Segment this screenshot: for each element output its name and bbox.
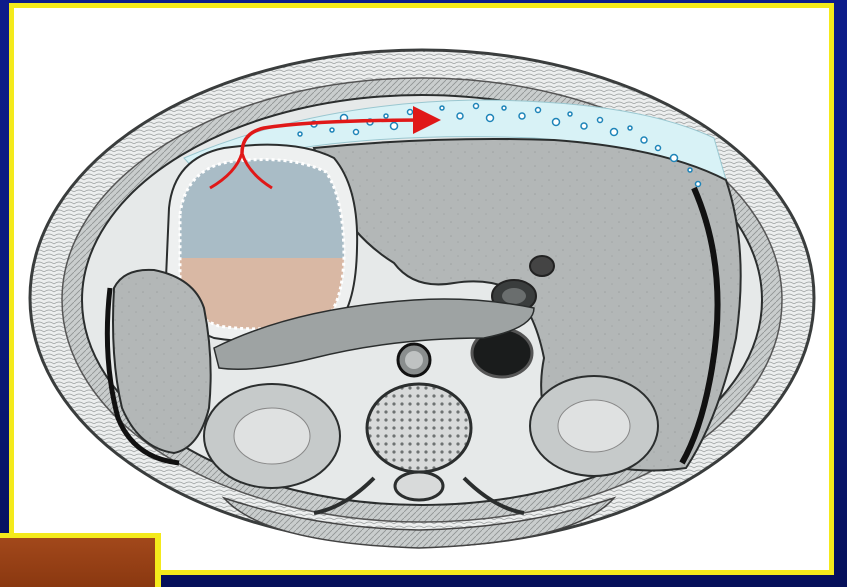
corner-block-fill: [0, 538, 155, 587]
aorta-lumen: [405, 351, 423, 369]
vessel: [530, 256, 554, 276]
corner-block: [0, 533, 161, 587]
right-renal-pelvis: [558, 400, 630, 452]
bowel-lumen: [502, 288, 526, 304]
gastric-air: [180, 160, 344, 258]
spinal-canal: [395, 472, 443, 500]
left-renal-pelvis: [234, 408, 310, 464]
vertebral-body: [367, 384, 471, 472]
abdominal-cross-section-illustration: [14, 8, 829, 570]
